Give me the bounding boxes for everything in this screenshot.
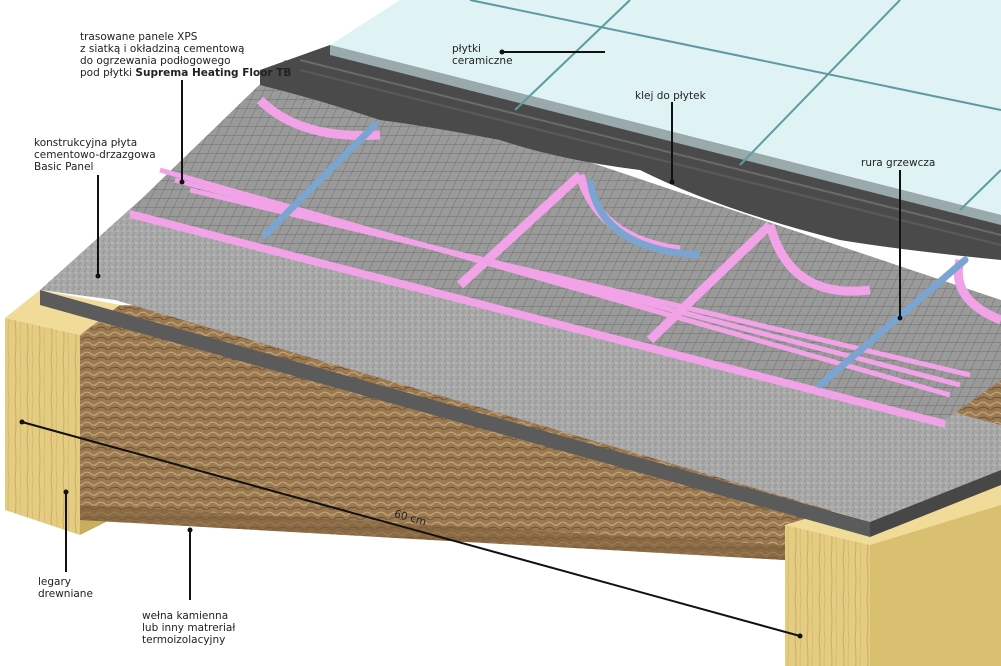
label-xps-line-2: z siatką i okładziną cementową — [80, 43, 245, 55]
label-xps-panels: trasowane panele XPS z siatką i okładzin… — [80, 31, 291, 79]
label-xps-line-4: pod płytki Suprema Heating Floor TB — [80, 67, 291, 79]
leader-lines — [21, 51, 901, 637]
label-basic-line-2: cementowo-drzazgowa — [34, 149, 156, 161]
label-tile-adhesive: klej do płytek — [635, 90, 706, 102]
label-basic-panel: konstrukcyjna płyta cementowo-drzazgowa … — [34, 137, 156, 173]
tile-adhesive — [260, 45, 1001, 260]
label-joists-line-2: drewniane — [38, 588, 93, 600]
label-ceramic-tiles: płytki ceramiczne — [452, 43, 513, 67]
heating-pipe — [261, 121, 969, 389]
label-wool-line-1: wełna kamienna — [142, 610, 229, 622]
label-xps-line-3: do ogrzewania podłogowego — [80, 55, 231, 67]
label-heating-pipe: rura grzewcza — [861, 157, 936, 169]
leader-dots — [19, 49, 903, 639]
ceramic-tiles — [330, 0, 1001, 225]
label-xps-line-1: trasowane panele XPS — [80, 31, 198, 43]
label-tiles-line-2: ceramiczne — [452, 55, 513, 67]
label-tiles-line-1: płytki — [452, 43, 481, 55]
label-basic-line-3: Basic Panel — [34, 161, 94, 173]
label-xps-product: Suprema Heating Floor TB — [135, 67, 292, 79]
label-wool-line-3: termoizolacyjny — [142, 634, 226, 646]
label-wool-line-2: lub inny matreriał — [142, 622, 236, 634]
label-basic-line-1: konstrukcyjna płyta — [34, 137, 138, 149]
label-xps-prefix: pod płytki — [80, 67, 136, 79]
label-joists-line-1: legary — [38, 576, 72, 588]
label-wooden-joists: legary drewniane — [38, 576, 93, 600]
cement-board — [40, 200, 1001, 537]
label-mineral-wool: wełna kamienna lub inny matreriał termoi… — [142, 610, 235, 646]
